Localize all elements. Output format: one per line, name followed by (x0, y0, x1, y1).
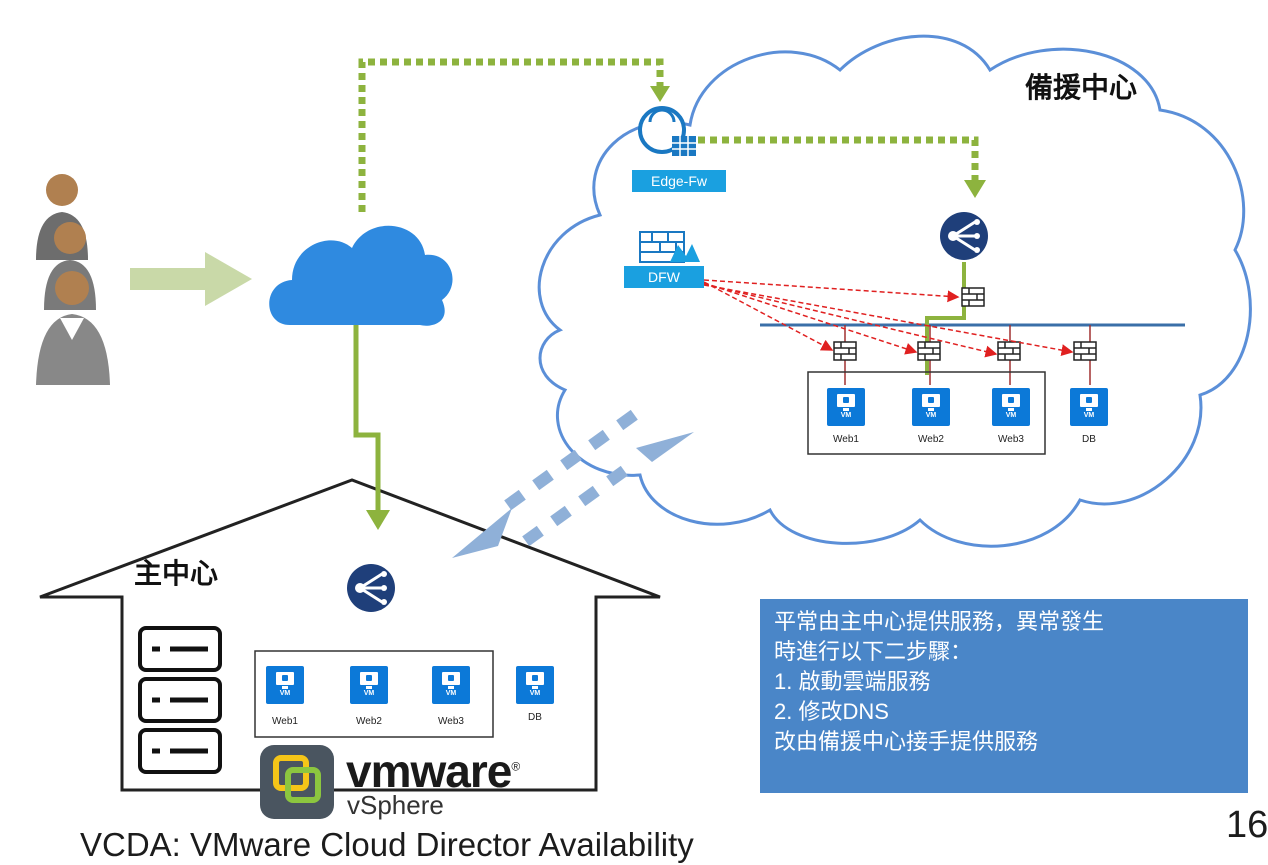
cloud-vm-db: VM (1070, 388, 1108, 426)
main-vm-web2-label: Web2 (356, 716, 382, 727)
main-vm-web2: VM (350, 666, 388, 704)
users-icon (36, 174, 110, 385)
slide-caption: VCDA: VMware Cloud Director Availability (80, 826, 694, 863)
cloud-vm-web1-label: Web1 (833, 434, 859, 445)
cloud-vm-web2-label: Web2 (918, 434, 944, 445)
backup-center-label: 備援中心 (1025, 72, 1138, 103)
cloud-web-group (807, 371, 1046, 455)
page-number: 16 (1226, 804, 1268, 846)
main-center-house (39, 478, 661, 792)
note-line: 時進行以下二步驟： (774, 639, 973, 664)
vm-firewall-icons (833, 287, 1097, 361)
main-center-label: 主中心 (134, 558, 219, 589)
main-load-balancer-icon (347, 564, 395, 612)
note-line: 2. 修改DNS (774, 699, 889, 724)
server-stack-icon (138, 626, 222, 774)
vmware-registered-mark: ® (511, 759, 520, 774)
cloud-load-balancer-icon (940, 212, 988, 260)
main-vm-web1-label: Web1 (272, 716, 298, 727)
main-vm-web3-label: Web3 (438, 716, 464, 727)
cloud-vm-web1: VM (827, 388, 865, 426)
backup-center-cloud (537, 34, 1252, 548)
replication-arrows (452, 409, 694, 558)
dfw-firewall-icon (639, 231, 700, 263)
dfw-label: DFW (624, 266, 704, 288)
internet-to-main-link (353, 325, 381, 512)
note-line: 平常由主中心提供服務，異常發生 (774, 609, 1105, 634)
user-to-internet-arrow (130, 252, 252, 306)
vsphere-label: vSphere (347, 790, 444, 820)
cloud-vm-web3: VM (992, 388, 1030, 426)
internet-cloud-icon (269, 225, 453, 326)
main-vm-web3: VM (432, 666, 470, 704)
note-line: 1. 啟動雲端服務 (774, 669, 931, 694)
dfw-policy-arrows (703, 279, 1074, 358)
note-line: 改由備援中心接手提供服務 (774, 729, 1039, 754)
failover-note: 平常由主中心提供服務，異常發生 時進行以下二步驟： 1. 啟動雲端服務 2. 修… (760, 599, 1248, 793)
edge-to-lb-link (698, 136, 979, 182)
edge-fw-label: Edge-Fw (632, 170, 726, 192)
edge-firewall-icon (638, 106, 696, 156)
internet-to-edge-link (358, 58, 664, 212)
cloud-vm-db-label: DB (1082, 434, 1096, 445)
main-vm-web1: VM (266, 666, 304, 704)
cloud-vm-web3-label: Web3 (998, 434, 1024, 445)
main-vm-db: VM (516, 666, 554, 704)
main-web-group (254, 650, 494, 738)
cloud-vm-web2: VM (912, 388, 950, 426)
vsphere-logo-icon (260, 745, 334, 819)
main-vm-db-label: DB (528, 712, 542, 723)
vmware-wordmark: vmware® (346, 745, 520, 797)
